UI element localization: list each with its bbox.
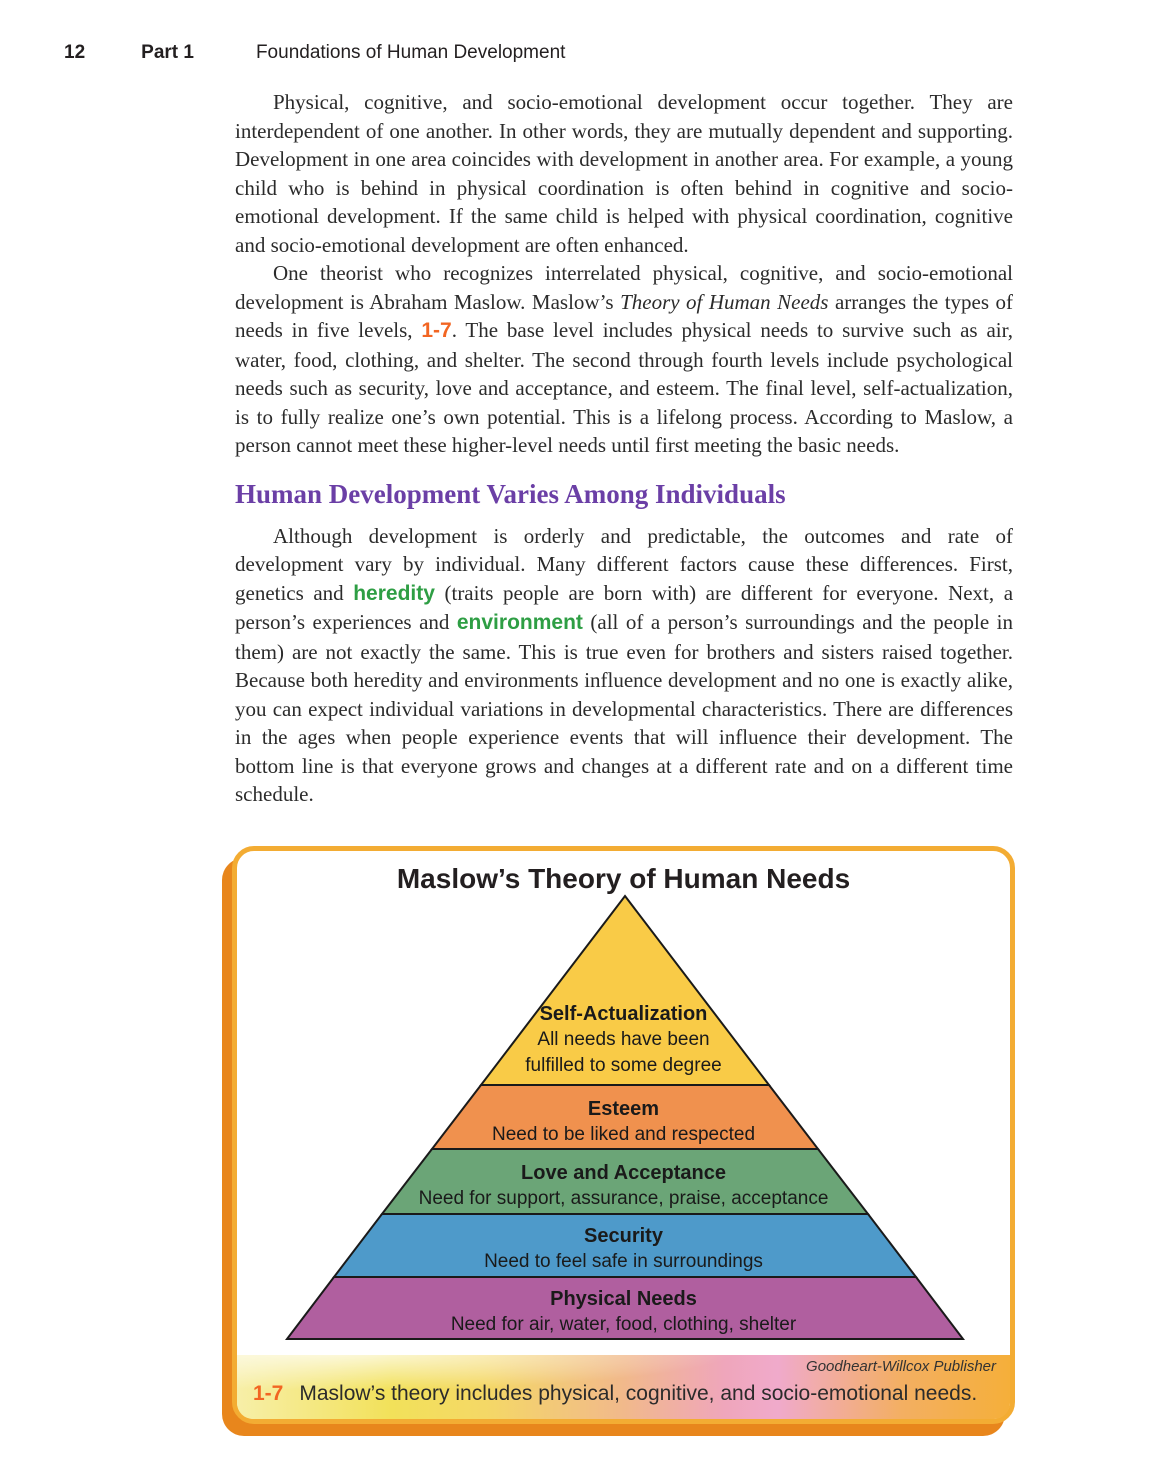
page-number: 12 (64, 42, 86, 63)
section-heading: Human Development Varies Among Individua… (235, 478, 786, 509)
part-title: Foundations of Human Development (255, 42, 566, 63)
figure-1-7: Maslow’s Theory of Human Needs Self-Actu… (232, 845, 1015, 1424)
key-term-environment: environment (456, 611, 583, 634)
level-title: Love and Acceptance (521, 1161, 726, 1184)
paragraph-3: Although development is orderly and pred… (235, 522, 1013, 809)
key-term-heredity: heredity (353, 581, 435, 605)
figure-caption: 1-7 Maslow’s theory includes physical, c… (253, 1382, 994, 1406)
label-physical-needs: Physical Needs Need for air, water, food… (451, 1286, 796, 1338)
part-label: Part 1 (141, 42, 194, 63)
body-column: Physical, cognitive, and socio-emotional… (232, 88, 1015, 1424)
running-head: 12 Part 1 Foundations of Human Developme… (64, 0, 1149, 64)
label-love-acceptance: Love and Acceptance Need for support, as… (419, 1160, 829, 1212)
label-self-actualization: Self-Actualization All needs have been f… (506, 1001, 741, 1079)
level-description: Need to be liked and respected (491, 1123, 756, 1145)
figure-caption-text: Maslow’s theory includes physical, cogni… (299, 1381, 978, 1405)
level-description: All needs have been fulfilled to some de… (525, 1028, 722, 1076)
paragraph-2: One theorist who recognizes interrelated… (235, 259, 1013, 460)
figure-title: Maslow’s Theory of Human Needs (396, 862, 851, 894)
level-title: Security (584, 1224, 663, 1247)
book-title-italic: Theory of Human Needs (620, 289, 829, 314)
level-title: Self-Actualization (539, 1002, 708, 1025)
label-security: Security Need to feel safe in surroundin… (484, 1223, 763, 1275)
level-title: Esteem (587, 1097, 660, 1120)
maslow-pyramid-diagram (284, 893, 966, 1340)
level-title: Physical Needs (550, 1287, 697, 1310)
level-description: Need for support, assurance, praise, acc… (418, 1187, 829, 1209)
figure-reference-inline: 1-7 (421, 319, 452, 342)
publisher-credit: Goodheart-Willcox Publisher (806, 1357, 996, 1375)
paragraph-3-after: (all of a person’s surroundings and the … (235, 610, 1013, 806)
level-description: Need to feel safe in surroundings (484, 1250, 763, 1272)
figure-caption-bar: Goodheart-Willcox Publisher 1-7 Maslow’s… (237, 1354, 1010, 1419)
paragraph-2-before: One theorist who recognizes interrelated… (235, 261, 1013, 314)
paragraph-2-after: . The base level includes physical needs… (235, 318, 1013, 457)
paragraph-1-text: Physical, cognitive, and socio-emotional… (235, 90, 1013, 257)
level-description: Need for air, water, food, clothing, she… (450, 1313, 797, 1335)
pyramid-level-physical-needs-shape (284, 1275, 966, 1340)
paragraph-3-before: Although development is orderly and pred… (235, 523, 1013, 605)
paragraph-3-mid: (traits people are born with) are differ… (235, 580, 1014, 635)
figure-caption-number: 1-7 (253, 1381, 284, 1405)
paragraph-2-mid: arranges the types of needs in five leve… (235, 289, 1013, 343)
label-esteem: Esteem Need to be liked and respected (492, 1096, 755, 1148)
paragraph-1: Physical, cognitive, and socio-emotional… (235, 88, 1013, 259)
